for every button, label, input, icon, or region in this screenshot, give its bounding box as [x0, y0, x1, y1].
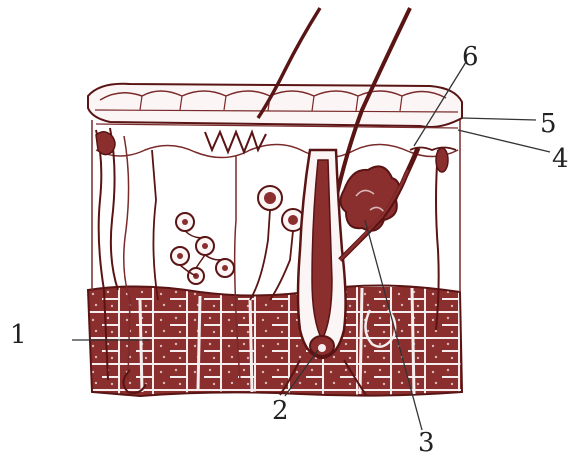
- sweat-gland: [171, 213, 234, 284]
- fat-layer: [88, 285, 462, 396]
- label-6: 6: [462, 44, 479, 70]
- label-1: 1: [10, 322, 27, 348]
- label-5: 5: [540, 111, 557, 137]
- dermis-boundary-line: [96, 144, 458, 157]
- leader-line-5: [462, 118, 536, 120]
- dermal-papillae: [205, 132, 266, 152]
- sebaceous-gland: [340, 166, 399, 230]
- label-2: 2: [272, 398, 289, 424]
- label-3: 3: [418, 430, 435, 456]
- sensory-receptors: [250, 186, 304, 300]
- label-4: 4: [552, 146, 569, 172]
- leader-line-4: [458, 130, 550, 152]
